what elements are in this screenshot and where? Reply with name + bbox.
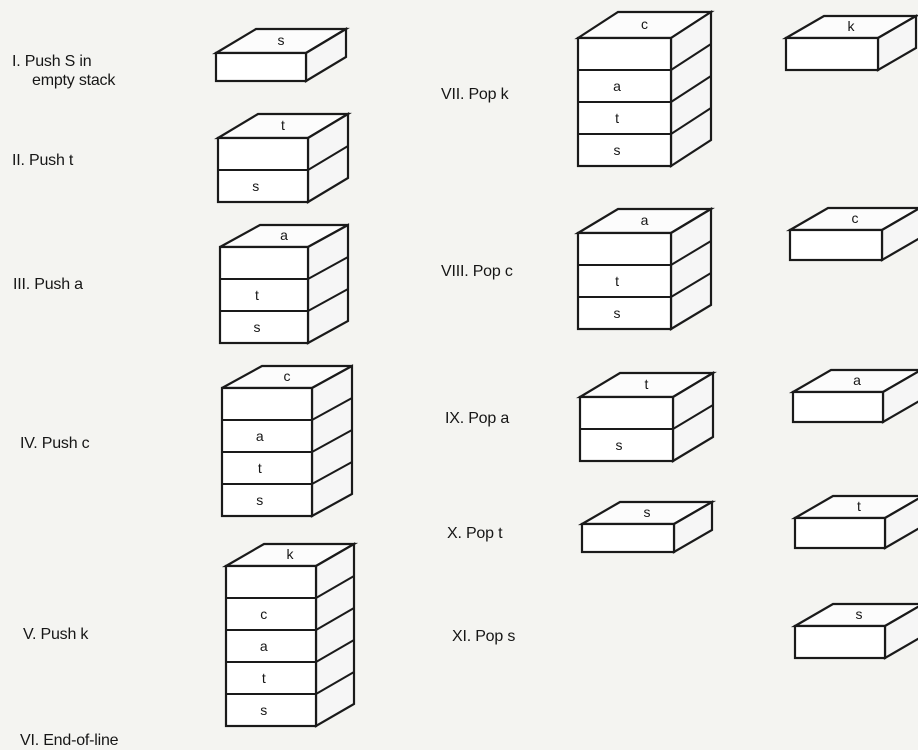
- popped-step-7: k: [786, 16, 916, 70]
- stack-item: c: [641, 16, 648, 32]
- stack-item: c: [284, 368, 291, 384]
- popped-step-8-front-face: [790, 230, 882, 260]
- stack-step-9: st: [580, 373, 713, 461]
- stack-step-3-side-face: [308, 225, 348, 343]
- stack-step-10: s: [582, 502, 712, 552]
- stack-step-3: st a: [220, 225, 348, 343]
- stack-item: k: [287, 546, 295, 562]
- stack-step-4: sta c: [222, 366, 352, 516]
- stack-item: s: [614, 305, 621, 321]
- stack-item: t: [281, 117, 285, 133]
- stack-item: s: [278, 32, 285, 48]
- popped-step-10: t: [795, 496, 918, 548]
- stack-item: s: [616, 437, 623, 453]
- stack-item: c: [852, 210, 859, 226]
- stack-item: a: [280, 227, 288, 243]
- stack-item: s: [644, 504, 651, 520]
- popped-step-9-front-face: [793, 392, 883, 422]
- stack-item: k: [848, 18, 856, 34]
- stack-item: t: [615, 273, 619, 289]
- popped-step-7-front-face: [786, 38, 878, 70]
- stack-step-10-front-face: [582, 524, 674, 552]
- popped-step-9: a: [793, 370, 918, 422]
- stack-item: s: [614, 142, 621, 158]
- stack-step-5: stac k: [226, 544, 354, 726]
- stack-item: c: [260, 606, 267, 622]
- stack-step-5-front-face: [226, 566, 316, 726]
- stack-item: s: [260, 702, 267, 718]
- stack-step-1-front-face: [216, 53, 306, 81]
- stack-item: t: [258, 460, 262, 476]
- stack-item: t: [255, 287, 259, 303]
- popped-step-11-front-face: [795, 626, 885, 658]
- stack-step-5-side-face: [316, 544, 354, 726]
- popped-step-8: c: [790, 208, 918, 260]
- popped-step-10-front-face: [795, 518, 885, 548]
- stack-item: a: [260, 638, 268, 654]
- stack-step-8: st a: [578, 209, 711, 329]
- stack-item: a: [613, 78, 621, 94]
- stack-item: s: [252, 178, 259, 194]
- stack-item: s: [856, 606, 863, 622]
- popped-step-11: s: [795, 604, 918, 658]
- stack-item: a: [641, 212, 649, 228]
- stack-item: s: [256, 492, 263, 508]
- stack-step-8-front-face: [578, 233, 671, 329]
- stack-item: a: [853, 372, 861, 388]
- stack-item: s: [253, 319, 260, 335]
- stack-item: t: [645, 376, 649, 392]
- stack-step-2: st: [218, 114, 348, 202]
- stack-item: a: [256, 428, 264, 444]
- stack-step-1: s: [216, 29, 346, 81]
- stack-step-7: sta c: [578, 12, 711, 166]
- stack-item: t: [857, 498, 861, 514]
- stack-item: t: [262, 670, 266, 686]
- stack-step-3-front-face: [220, 247, 308, 343]
- stack-item: t: [615, 110, 619, 126]
